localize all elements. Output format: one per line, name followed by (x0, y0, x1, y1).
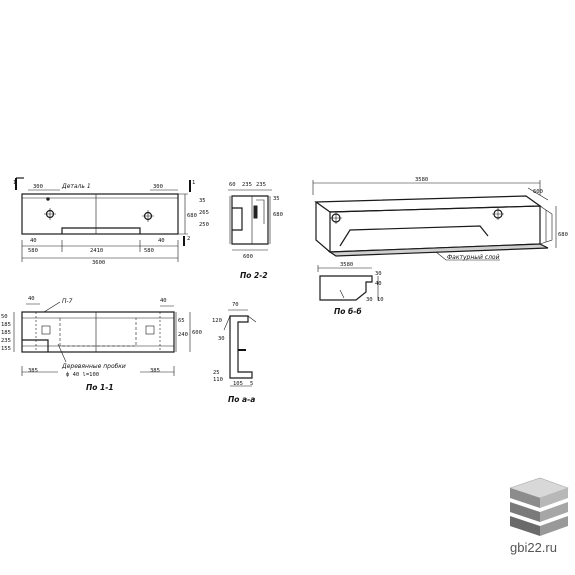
plan-dim-l1: 50 (1, 314, 8, 320)
dim-bottom-left: 40 (30, 238, 37, 244)
dim-top-right: 300 (153, 184, 163, 190)
dim-bottom-right: 40 (158, 238, 165, 244)
s22-dim-right: 35 (273, 196, 280, 202)
plan-note-1: Деревянные пробки (61, 363, 126, 370)
section-b-b: 3580 30 40 30 10 По б-б (317, 262, 384, 316)
saa-dim-7: 5 (250, 381, 253, 387)
layer-label: Фактурный слой (447, 254, 500, 261)
section-2-2: 60 235 235 35 680 35 265 250 600 По 2-2 (199, 182, 283, 280)
total-length: 3600 (92, 260, 105, 266)
plan-dim-l5: 155 (1, 346, 11, 352)
plan-dim-l3: 185 (1, 330, 11, 336)
saa-dim-6: 105 (233, 381, 243, 387)
plan-dim-r2: 240 (178, 332, 188, 338)
s22-outline (231, 195, 269, 245)
iso-length: 3580 (415, 177, 428, 183)
detail-callout: Деталь 1 (61, 183, 91, 190)
plan-callout: П-7 (62, 298, 73, 305)
s22-height: 680 (273, 212, 283, 218)
s22-width: 600 (243, 254, 253, 260)
sbb-title: По б-б (334, 307, 362, 316)
plan-note-2: ф 40 l=100 (66, 372, 99, 378)
plan-dim-l4: 235 (1, 338, 11, 344)
section-a-a: 70 120 30 25 110 105 5 По а-а (212, 302, 257, 404)
panel-plan (21, 311, 175, 353)
dim-top-left: 300 (33, 184, 43, 190)
sbb-dim-4: 10 (377, 297, 384, 303)
saa-dim-3: 30 (218, 336, 225, 342)
saa-dim-5: 110 (213, 377, 223, 383)
side-mark-bottom: 2 (187, 236, 190, 242)
iso-width: 600 (533, 189, 543, 195)
section-mark-right: 1 (192, 180, 195, 186)
saa-outline (229, 315, 253, 379)
s22-dim-a: 60 (229, 182, 236, 188)
span-right: 580 (144, 248, 154, 254)
plan-dim-b1: 385 (28, 368, 38, 374)
span-middle: 2410 (90, 248, 103, 254)
panel-front (21, 193, 179, 235)
saa-dim-4: 25 (213, 370, 220, 376)
plan-dim-top-l: 40 (28, 296, 35, 302)
logo-stack-icon (509, 477, 569, 536)
saa-title: По а-а (228, 395, 255, 404)
sbb-dim-1: 30 (375, 271, 382, 277)
sbb-outline (319, 275, 373, 301)
sbb-length: 3580 (340, 262, 353, 268)
plan-title: По 1-1 (86, 383, 114, 392)
plan-dim-r1: 65 (178, 318, 185, 324)
plan-dim-b2: 385 (150, 368, 160, 374)
plan-view: 40 40 П-7 50 185 185 235 155 65 240 600 … (1, 296, 202, 392)
sbb-dim-3: 30 (366, 297, 373, 303)
iso-height: 680 (558, 232, 568, 238)
s22-dim-c: 235 (256, 182, 266, 188)
plan-dim-r3: 600 (192, 330, 202, 336)
s22-dim-l2: 265 (199, 210, 209, 216)
plan-dim-l2: 185 (1, 322, 11, 328)
s22-dim-l1: 35 (199, 198, 206, 204)
front-view: 1 1 Деталь 1 300 300 680 2 40 40 580 241… (13, 177, 197, 266)
plan-dim-top-r: 40 (160, 298, 167, 304)
s22-dim-b: 235 (242, 182, 252, 188)
sbb-dim-2: 40 (375, 281, 382, 287)
saa-dim-1: 70 (232, 302, 239, 308)
section-mark-left: 1 (13, 180, 16, 186)
saa-dim-2: 120 (212, 318, 222, 324)
isometric-view: 3580 600 680 Фактурный слой (312, 177, 568, 261)
watermark: gbi22.ru (510, 540, 557, 555)
s22-dim-l3: 250 (199, 222, 209, 228)
span-left: 580 (28, 248, 38, 254)
front-height: 680 (187, 213, 197, 219)
s22-title: По 2-2 (240, 271, 268, 280)
